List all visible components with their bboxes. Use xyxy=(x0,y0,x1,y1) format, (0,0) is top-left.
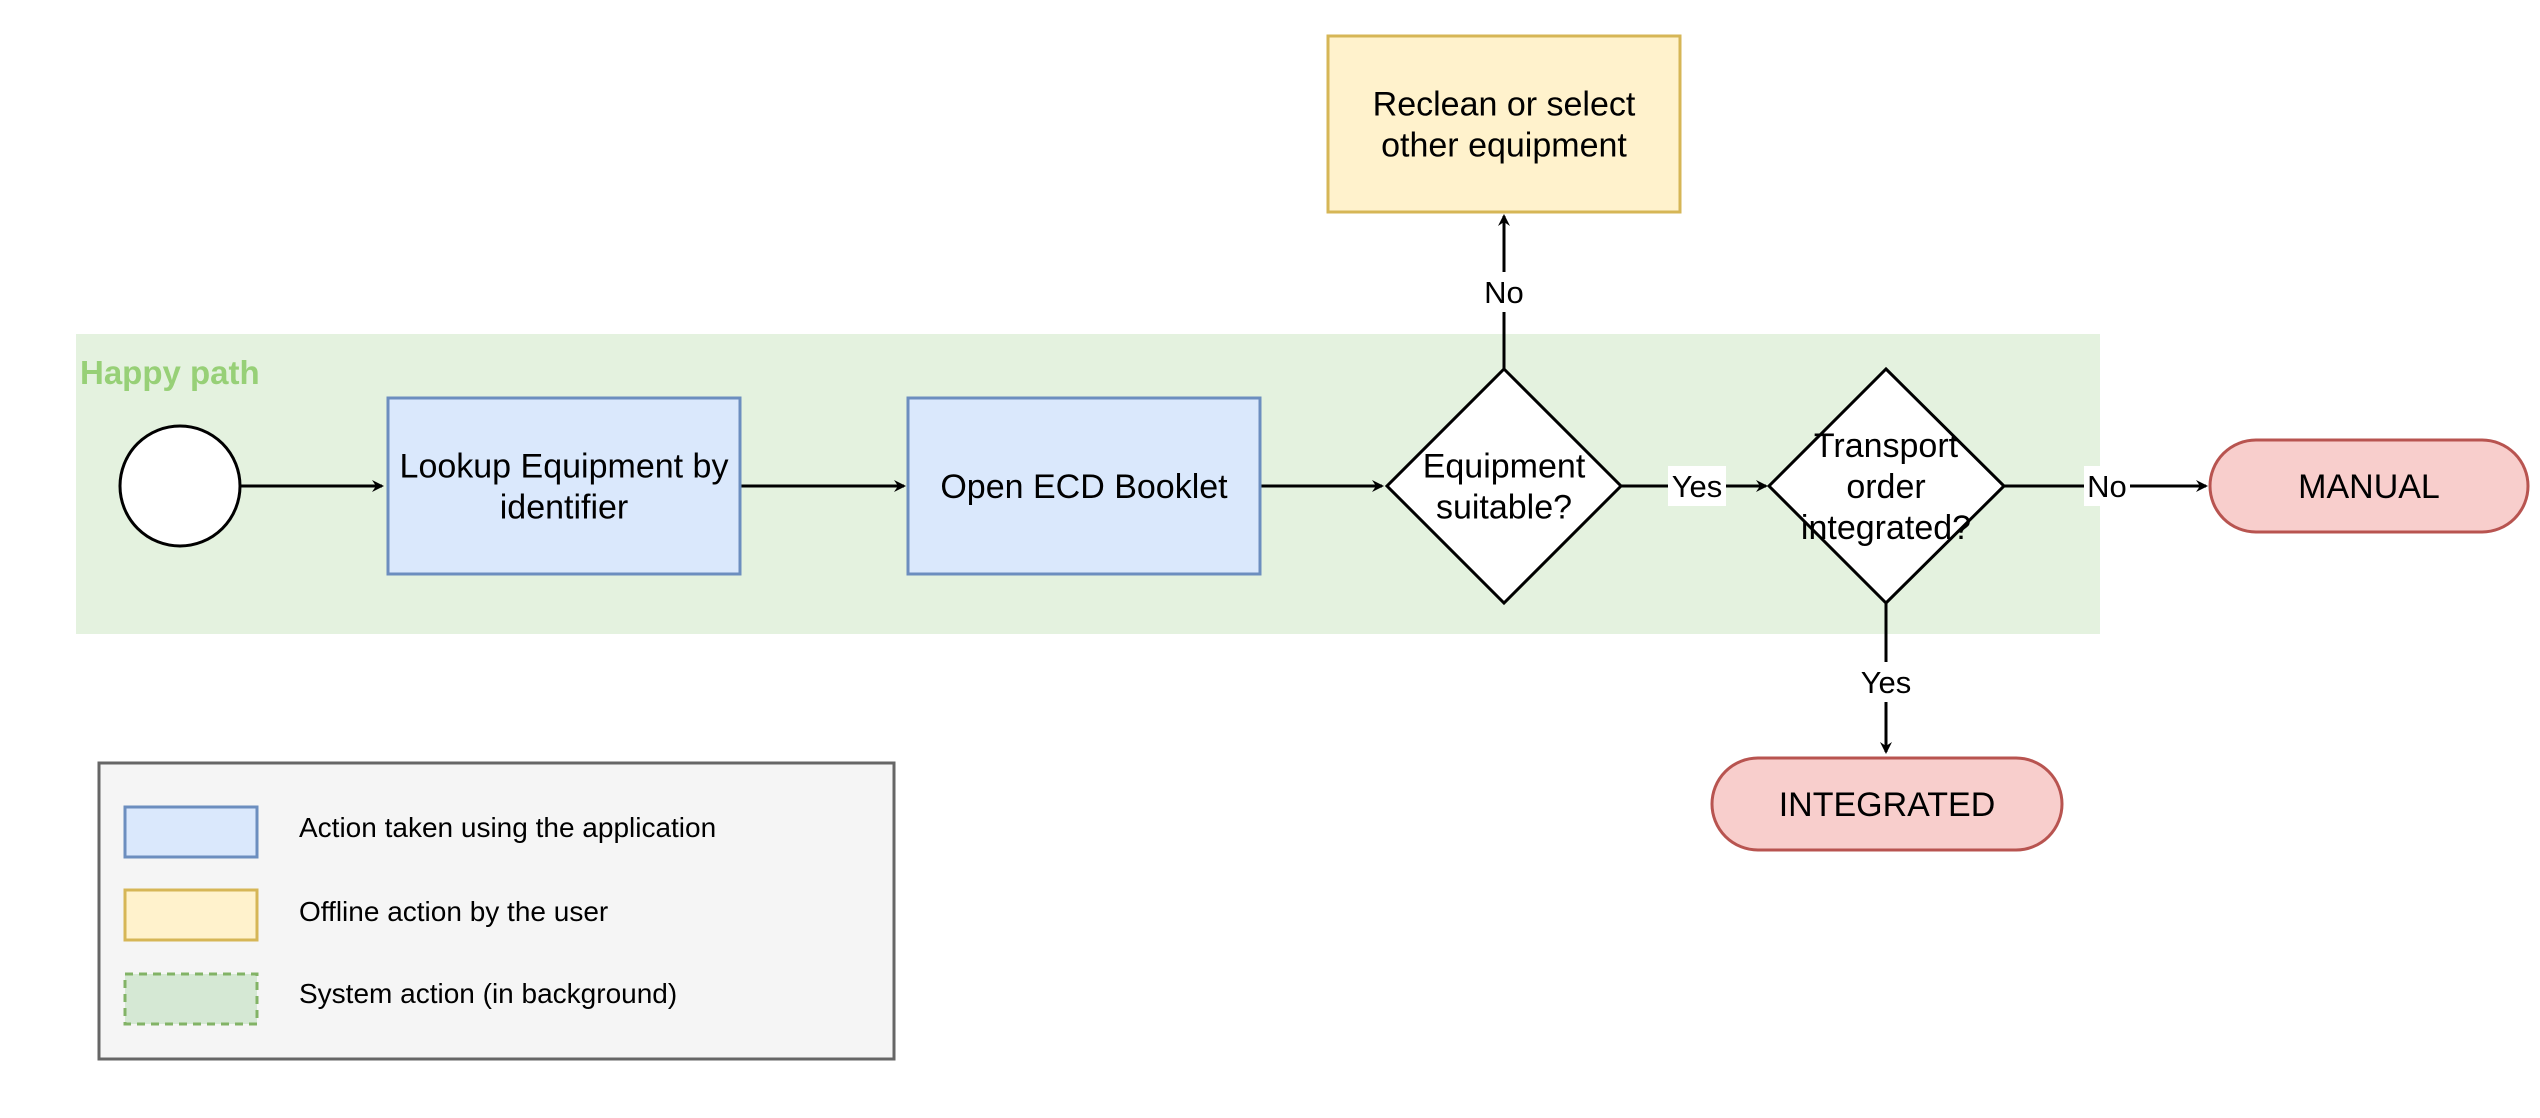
legend-label-system: System action (in background) xyxy=(299,978,677,1009)
legend-swatch-application xyxy=(123,805,259,859)
label-line: Transport xyxy=(1814,427,1959,465)
edge-label-suitable-no: No xyxy=(1484,275,1524,310)
legend-swatch-system xyxy=(123,972,259,1026)
label-line: Equipment xyxy=(1423,448,1586,486)
manual-label: MANUAL xyxy=(2298,468,2440,506)
legend-swatch-offline xyxy=(123,888,259,942)
equipment-suitable-decision xyxy=(1384,366,1624,606)
label-line: suitable? xyxy=(1436,489,1572,527)
label-line: Reclean or select xyxy=(1373,86,1636,124)
lookup-equipment-node xyxy=(386,396,742,576)
label-line: MANUAL xyxy=(2298,468,2440,506)
open-booklet-label: Open ECD Booklet xyxy=(940,468,1228,506)
integrated-terminal xyxy=(1710,756,2064,852)
edge-label-transport-yes: Yes xyxy=(1861,665,1912,700)
transport-order-decision xyxy=(1766,366,2007,606)
legend-label-offline: Offline action by the user xyxy=(299,896,608,927)
manual-terminal xyxy=(2208,438,2530,534)
legend-item: System action (in background) xyxy=(123,972,677,1026)
legend-item: Offline action by the user xyxy=(123,888,608,942)
legend: Action taken using the application Offli… xyxy=(97,761,896,1061)
edge-label-bg-suitable-no xyxy=(1480,272,1528,312)
label-line: Lookup Equipment by xyxy=(400,448,729,486)
edge-label-bg-transport-yes xyxy=(1856,662,1916,702)
label-line: Open ECD Booklet xyxy=(940,468,1228,506)
reclean-node xyxy=(1326,34,1682,214)
legend-label-application: Action taken using the application xyxy=(299,812,716,843)
edge-label-transport-no: No xyxy=(2087,469,2127,504)
happy-path-lane-title: Happy path xyxy=(80,354,260,391)
start-event xyxy=(118,424,242,548)
legend-item: Action taken using the application xyxy=(123,805,716,859)
label-line: other equipment xyxy=(1381,127,1627,165)
open-booklet-node xyxy=(906,396,1262,576)
edge-label-bg-transport-no xyxy=(2084,466,2130,506)
label-line: identifier xyxy=(500,489,629,527)
label-line: order xyxy=(1846,468,1925,506)
integrated-label: INTEGRATED xyxy=(1779,786,1996,824)
label-line: integrated? xyxy=(1801,509,1971,547)
edge-label-bg-suitable-yes xyxy=(1668,466,1726,506)
label-line: INTEGRATED xyxy=(1779,786,1996,824)
edge-label-suitable-yes: Yes xyxy=(1672,469,1723,504)
